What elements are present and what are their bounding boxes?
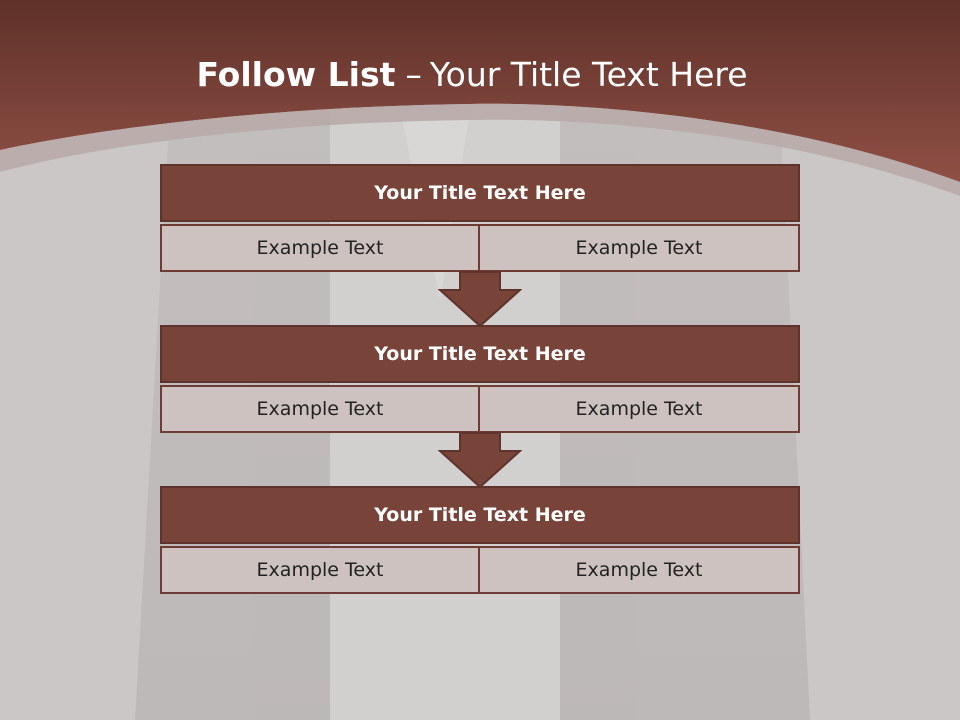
title-dash: – bbox=[405, 55, 422, 94]
block-row: Example Text Example Text bbox=[160, 385, 800, 433]
block-title: Your Title Text Here bbox=[160, 486, 800, 544]
list-block-3: Your Title Text Here Example Text Exampl… bbox=[160, 486, 800, 594]
block-row: Example Text Example Text bbox=[160, 546, 800, 594]
block-cell-right: Example Text bbox=[480, 385, 800, 433]
block-cell-left: Example Text bbox=[160, 546, 480, 594]
block-title: Your Title Text Here bbox=[160, 325, 800, 383]
title-bold-part: Follow List bbox=[196, 55, 396, 94]
block-row: Example Text Example Text bbox=[160, 224, 800, 272]
block-cell-left: Example Text bbox=[160, 385, 480, 433]
block-cell-left: Example Text bbox=[160, 224, 480, 272]
block-title: Your Title Text Here bbox=[160, 164, 800, 222]
title-rest: Your Title Text Here bbox=[429, 55, 748, 94]
down-arrow-icon bbox=[438, 271, 522, 328]
list-block-1: Your Title Text Here Example Text Exampl… bbox=[160, 164, 800, 272]
block-cell-right: Example Text bbox=[480, 224, 800, 272]
down-arrow-icon bbox=[438, 432, 522, 489]
slide-title: Follow List–Your Title Text Here bbox=[0, 52, 944, 98]
list-block-2: Your Title Text Here Example Text Exampl… bbox=[160, 325, 800, 433]
block-cell-right: Example Text bbox=[480, 546, 800, 594]
